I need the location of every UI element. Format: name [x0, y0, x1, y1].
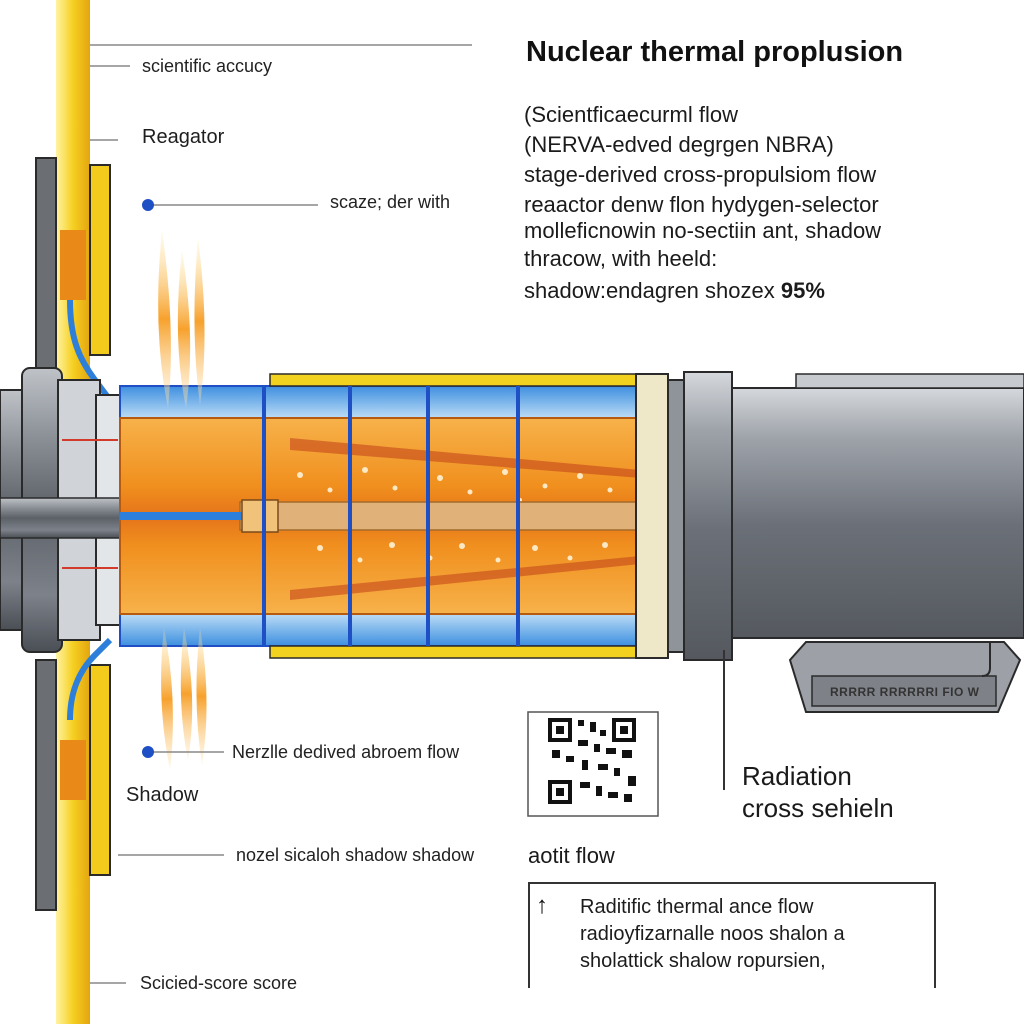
- description-block: (Scientficaecurml flow (NERVA-edved degr…: [524, 100, 881, 306]
- inner-frame-bottom: [89, 664, 111, 876]
- coolant-jacket-bottom: [119, 613, 651, 647]
- coolant-feed-bottom: [67, 637, 113, 721]
- left-support-heat: [60, 230, 86, 300]
- description-line: stage-derived cross-propulsiom flow: [524, 162, 877, 187]
- coolant-jacket-top: [119, 385, 651, 419]
- exhaust-line: Raditific thermal ance flow: [580, 896, 814, 918]
- up-arrow-icon: ↑: [536, 892, 548, 919]
- hub-axle: [0, 497, 121, 539]
- callout-reactor: Reagator: [142, 126, 225, 148]
- callout-bottom: Scicied-score score: [140, 973, 298, 993]
- vessel-body: [731, 387, 1024, 639]
- vessel-collar: [635, 373, 669, 659]
- exhaust-line: radioyfizarnalle noos shalon a: [580, 923, 845, 945]
- callout-scaze: scaze; der with: [330, 192, 451, 212]
- central-channel: [239, 501, 651, 531]
- radiation-label: Radiation cross sehieln: [742, 760, 894, 824]
- callout-top: scientific accucy: [142, 56, 273, 76]
- description-line: thracow, with heeld:: [524, 246, 718, 271]
- radiation-label-line: cross sehieln: [742, 793, 894, 823]
- callout-leaders: [90, 44, 472, 984]
- vessel-section: [683, 371, 733, 661]
- shield-hook: [981, 642, 991, 677]
- coolant-feed-top: [67, 299, 113, 402]
- exhaust-line: sholattick shalow ropursien,: [580, 950, 826, 972]
- exhaust-box: [528, 882, 936, 988]
- callout-nozel-shadow: nozel sicaloh shadow shadow: [236, 845, 475, 865]
- exhaust-description: Raditific thermal ance flow radioyfizarn…: [580, 894, 845, 975]
- core-streak-top: [290, 438, 640, 478]
- shield-plate-label: RRRRR RRRRRRI FIO W: [830, 685, 980, 699]
- description-line: molleficnowin no-sectiin ant, shadow: [524, 218, 882, 243]
- channel-coupler: [241, 499, 279, 533]
- qr-code-icon: [527, 711, 659, 817]
- control-rods: [262, 386, 520, 646]
- description-line: reaactor denw flon hydygen-selector: [524, 192, 879, 217]
- description-line: (Scientficaecurml flow: [524, 102, 738, 127]
- vessel-top-lip: [795, 373, 1024, 389]
- flame-icon: [158, 230, 205, 408]
- callout-shadow: Shadow: [126, 784, 199, 806]
- callout-nozzle: Nerzlle dedived abroem flow: [232, 742, 460, 762]
- page-title: Nuclear thermal proplusion: [526, 36, 904, 68]
- shield-plate-band: [811, 675, 997, 707]
- channel-inlet: [120, 512, 250, 520]
- description-last-text: shadow:endagren shozex: [524, 278, 775, 303]
- radiation-label-line: Radiation: [742, 761, 852, 791]
- description-line-last: shadow:endagren shozex 95%: [524, 276, 881, 306]
- left-support-heat-lower: [60, 740, 86, 800]
- flame-icon-lower: [161, 628, 207, 770]
- casing-top-rail: [269, 373, 651, 387]
- callout-dot-top: [142, 199, 154, 211]
- core-streak-bottom: [290, 556, 640, 600]
- description-line: (NERVA-edved degrgen NBRA): [524, 132, 834, 157]
- casing-bottom-rail: [269, 645, 651, 659]
- exhaust-title: aotit flow: [528, 843, 615, 868]
- outer-frame-bottom: [35, 659, 57, 911]
- efficiency-percent: 95%: [780, 278, 825, 303]
- callout-dot-bottom: [142, 746, 154, 758]
- outer-frame-top: [35, 157, 57, 369]
- inner-frame-top: [89, 164, 111, 356]
